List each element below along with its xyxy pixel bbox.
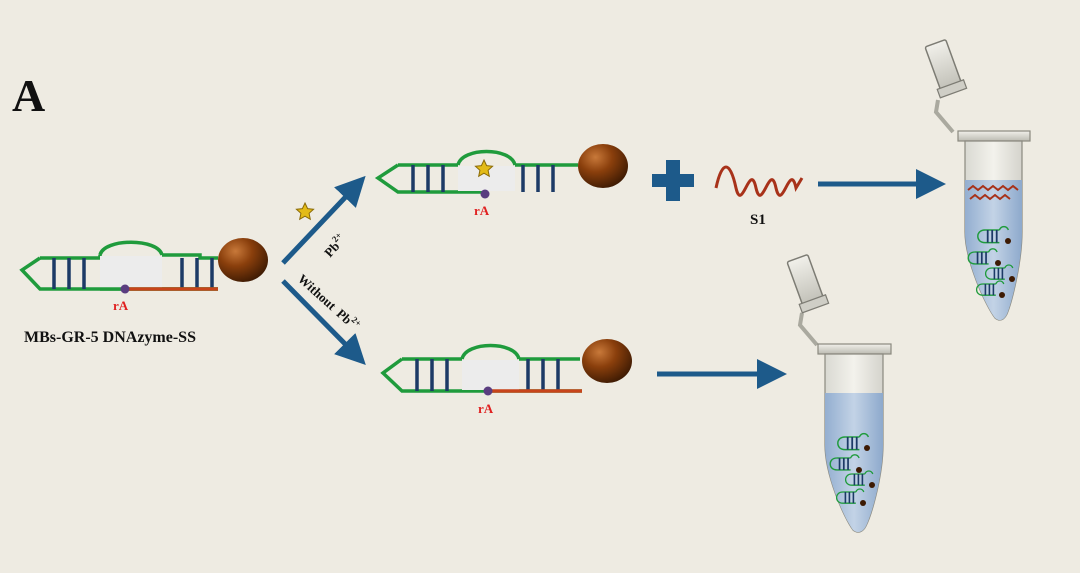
pb-label: Pb xyxy=(321,239,342,260)
centrifuge-tube-icon xyxy=(924,39,1031,321)
ra-label-left: rA xyxy=(113,298,129,313)
dnazyme-construct-cleaved: rA xyxy=(374,144,628,218)
dnazyme-construct-uncleaved: rA xyxy=(380,339,632,416)
magnetic-bead-icon xyxy=(218,238,268,282)
ra-site-dot xyxy=(120,284,130,294)
plus-icon xyxy=(652,160,694,201)
svg-text:Pb2+: Pb2+ xyxy=(320,230,349,260)
magnetic-bead-icon xyxy=(578,144,628,188)
centrifuge-tube-icon xyxy=(786,254,892,533)
ra-label-upper: rA xyxy=(474,203,490,218)
arrow-with-pb xyxy=(281,175,366,265)
without-label: Without xyxy=(295,271,340,313)
construct-label: MBs-GR-5 DNAzyme-SS xyxy=(24,329,196,346)
pb-label-lower: Pb xyxy=(334,306,355,327)
pb-ion-star-icon xyxy=(295,202,315,220)
s1-label: S1 xyxy=(750,212,766,228)
dnazyme-construct-left: rA MBs-GR-5 DNAzyme-SS xyxy=(19,238,268,346)
panel-label: A xyxy=(12,70,45,121)
arrow-without-pb xyxy=(281,279,366,365)
ra-label-lower: rA xyxy=(478,401,494,416)
pb-label-group: Pb2+ xyxy=(320,230,349,260)
magnetic-bead-icon xyxy=(582,339,632,383)
s1-strand-wave-icon xyxy=(714,165,804,197)
